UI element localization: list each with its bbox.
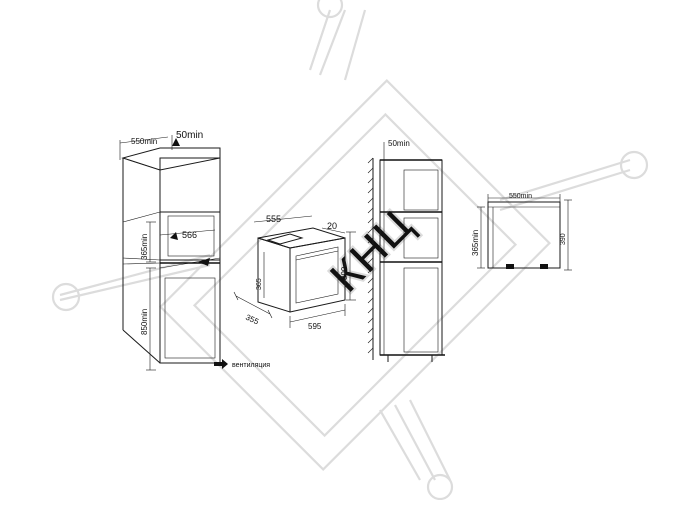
legend-label: вентиляция <box>232 362 270 369</box>
cabinet-niche-depth-label: 566 <box>182 230 197 240</box>
cabinet-lower-height-label: 850min <box>140 309 149 335</box>
vent-arrow-icon <box>198 258 210 266</box>
tall-cabinet: 550min 50min 566 365min 850min <box>119 130 221 371</box>
cabinet-niche-height-label: 365min <box>140 234 149 260</box>
arrow-right-icon <box>214 359 228 369</box>
microwave-top-offset-label: 20 <box>327 221 337 231</box>
niche-total-height-label: 390 <box>560 233 567 245</box>
watermark-frame <box>158 78 552 472</box>
wall-section: 50min <box>367 139 445 362</box>
niche-depth-label: 550min <box>509 193 532 200</box>
vent-arrow-icon <box>172 138 180 146</box>
microwave-front-height-label: 365 <box>256 278 263 290</box>
microwave-side-depth-label: 355 <box>244 313 260 327</box>
watermark-circle <box>316 0 344 19</box>
microwave-total-height-label: 390 <box>340 266 349 280</box>
watermark-frame-inner <box>192 112 518 438</box>
cabinet-depth-label: 550min <box>131 137 157 146</box>
microwave-isometric: 555 20 390 365 355 595 <box>233 214 356 331</box>
microwave-depth-label: 555 <box>266 214 281 224</box>
watermark-circle <box>619 150 649 180</box>
legend: вентиляция <box>214 359 270 369</box>
vent-arrow-icon <box>170 232 178 240</box>
watermark-circle <box>426 473 454 501</box>
cabinet-top-gap-label: 50min <box>176 130 203 141</box>
niche-height-label: 365min <box>471 230 480 256</box>
wall-top-gap-label: 50min <box>388 139 410 148</box>
watermark-circle <box>51 282 81 312</box>
side-niche: 550min 365min 390 <box>471 193 572 271</box>
microwave-width-label: 595 <box>308 322 322 331</box>
